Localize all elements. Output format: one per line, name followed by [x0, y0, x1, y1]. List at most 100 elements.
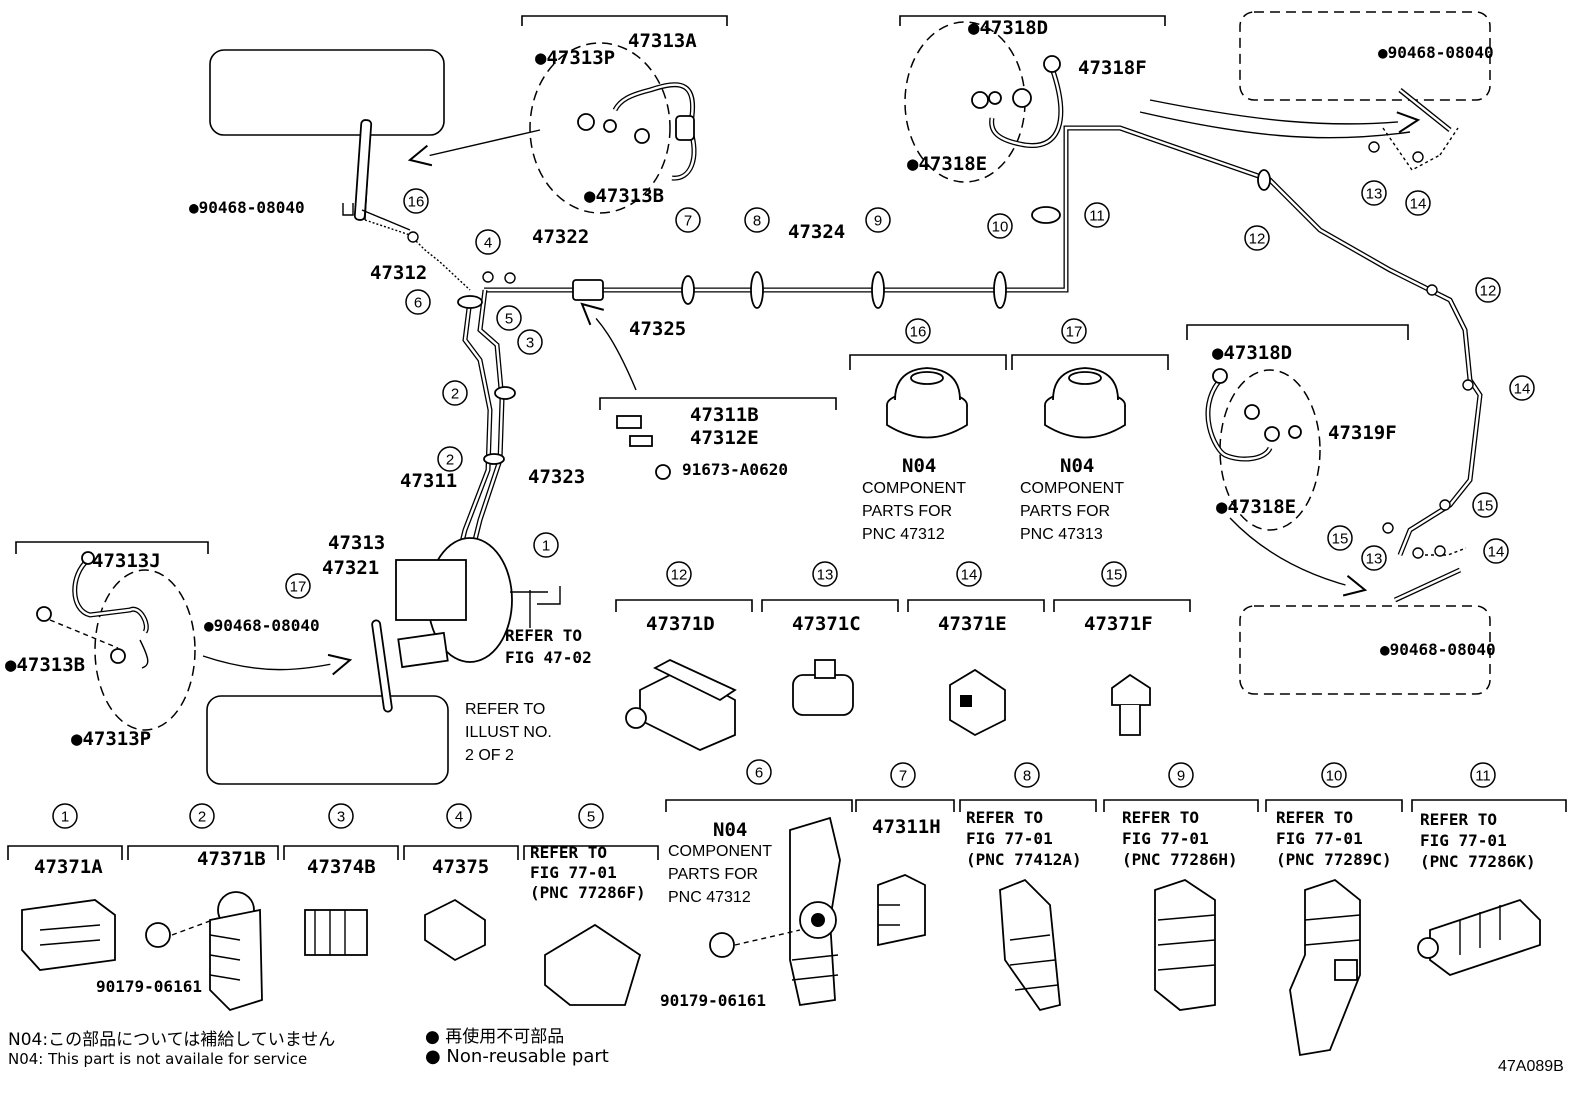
clamp-10-ref-l3: (PNC 77289C) [1276, 850, 1392, 869]
callout-16: 16 [403, 188, 429, 214]
callout-4: 4 [446, 803, 472, 829]
n04-note-6-l1: COMPONENT [668, 843, 772, 860]
callout-4: 4 [475, 229, 501, 255]
callout-number: 13 [1366, 551, 1383, 568]
callout-16: 16 [905, 318, 931, 344]
callout-number: 4 [484, 235, 492, 252]
hose-group-47318-rear [1186, 324, 1409, 531]
clamp-11-ref-l3: (PNC 77286K) [1420, 852, 1536, 871]
clamp-47371e: 47371E [938, 613, 1007, 635]
clamp-8-ref-l1: REFER TO [966, 808, 1044, 827]
label-47313b-top: ●47313B [584, 185, 665, 207]
callout-number: 4 [455, 809, 463, 826]
line-node [482, 271, 494, 283]
legend-dot-en: ● Non-reusable part [425, 1046, 609, 1067]
n04-note-6-l2: PARTS FOR [668, 866, 759, 883]
callout-15: 15 [1327, 525, 1353, 551]
clamp-10-ref-l2: FIG 77-01 [1276, 829, 1363, 848]
callout-8: 8 [1014, 762, 1040, 788]
label-47323: 47323 [528, 466, 586, 488]
clamp-11-ref-l1: REFER TO [1420, 810, 1498, 829]
callout-2: 2 [437, 446, 463, 472]
callout-number: 6 [414, 295, 422, 312]
refer-fig-47-02-l1: REFER TO [505, 626, 583, 645]
n04-code-17: N04 [1060, 455, 1095, 477]
clamp-47375: 47375 [432, 856, 490, 878]
bracket-group-47311b [599, 397, 837, 480]
refer-illust-l1: REFER TO [465, 701, 546, 718]
callout-13: 13 [1361, 180, 1387, 206]
callout-12: 12 [666, 561, 692, 587]
callout-11: 11 [1470, 762, 1496, 788]
line-node [1412, 151, 1424, 163]
legend-dot-jp: ● 再使用不可部品 [425, 1027, 565, 1047]
label-47319f: 47319F [1328, 422, 1397, 444]
callout-number: 3 [526, 335, 534, 352]
clamp-47311h: 47311H [872, 816, 941, 838]
callout-14: 14 [956, 561, 982, 587]
refer-illust-l3: 2 OF 2 [465, 747, 514, 764]
label-91673-a0620: 91673-A0620 [682, 460, 788, 479]
clamp-9-ref-l2: FIG 77-01 [1122, 829, 1209, 848]
label-47311b: 47311B [690, 404, 759, 426]
callout-number: 5 [505, 311, 513, 328]
diagram-code: 47A089B [1498, 1058, 1564, 1075]
callout-6: 6 [405, 289, 431, 315]
clamp-90179-06161-a: 90179-06161 [96, 977, 202, 996]
label-90468-top-right: ●90468-08040 [1378, 43, 1494, 62]
callout-7: 7 [675, 207, 701, 233]
callout-5: 5 [578, 803, 604, 829]
callout-number: 15 [1477, 498, 1494, 515]
n04-code-16: N04 [902, 455, 937, 477]
callout-15: 15 [1472, 492, 1498, 518]
clamp-8-ref-l3: (PNC 77412A) [966, 850, 1082, 869]
grommet-17-box [1011, 354, 1169, 439]
n04-code-6: N04 [713, 819, 748, 841]
label-47313: 47313 [328, 532, 386, 554]
hose-group-47313j [15, 541, 209, 731]
callout-number: 2 [451, 386, 459, 403]
hose-group-47313a [407, 15, 728, 214]
label-47313a: 47313A [628, 30, 697, 52]
callout-10: 10 [987, 213, 1013, 239]
callout-number: 6 [755, 765, 763, 782]
label-47311: 47311 [400, 470, 458, 492]
callout-14: 14 [1405, 190, 1431, 216]
label-90468-top-left: ●90468-08040 [189, 198, 305, 217]
callout-number: 17 [1066, 324, 1083, 341]
clamp-47371b: 47371B [197, 848, 266, 870]
label-47318d-right: ●47318D [1212, 342, 1293, 364]
clamp-8-ref-l2: FIG 77-01 [966, 829, 1053, 848]
line-node [1434, 545, 1446, 557]
n04-note-6-l3: PNC 47312 [668, 889, 751, 906]
label-47324: 47324 [788, 221, 846, 243]
brake-line-main [202, 119, 1483, 676]
callout-number: 13 [817, 567, 834, 584]
wheel-area-rear-left [206, 695, 449, 785]
callout-number: 10 [1326, 768, 1343, 785]
label-47318e-top: ●47318E [907, 153, 988, 175]
refer-fig-47-02-l2: FIG 47-02 [505, 648, 592, 667]
label-47318d-top: ●47318D [968, 17, 1049, 39]
label-47321: 47321 [322, 557, 380, 579]
line-node [1368, 141, 1380, 153]
line-node [1382, 522, 1394, 534]
label-47322: 47322 [532, 226, 590, 248]
n04-note-17-l3: PNC 47313 [1020, 526, 1103, 543]
callout-number: 2 [446, 452, 454, 469]
callout-number: 1 [61, 809, 69, 826]
clamp-47374b: 47374B [307, 856, 376, 878]
clamp-47371d: 47371D [646, 613, 715, 635]
callout-number: 7 [899, 768, 907, 785]
label-90468-mid-left: ●90468-08040 [204, 616, 320, 635]
wheel-area-front-left [209, 49, 445, 136]
legend-n04-jp: N04:この部品については補給していません [8, 1030, 336, 1050]
clamp-47371a: 47371A [34, 856, 103, 878]
label-47318f: 47318F [1078, 57, 1147, 79]
label-90468-bottom-right: ●90468-08040 [1380, 640, 1496, 659]
callout-number: 13 [1366, 186, 1383, 203]
clamp-5-ref-l2: FIG 77-01 [530, 863, 617, 882]
line-node [407, 231, 419, 243]
n04-note-17-l1: COMPONENT [1020, 480, 1124, 497]
